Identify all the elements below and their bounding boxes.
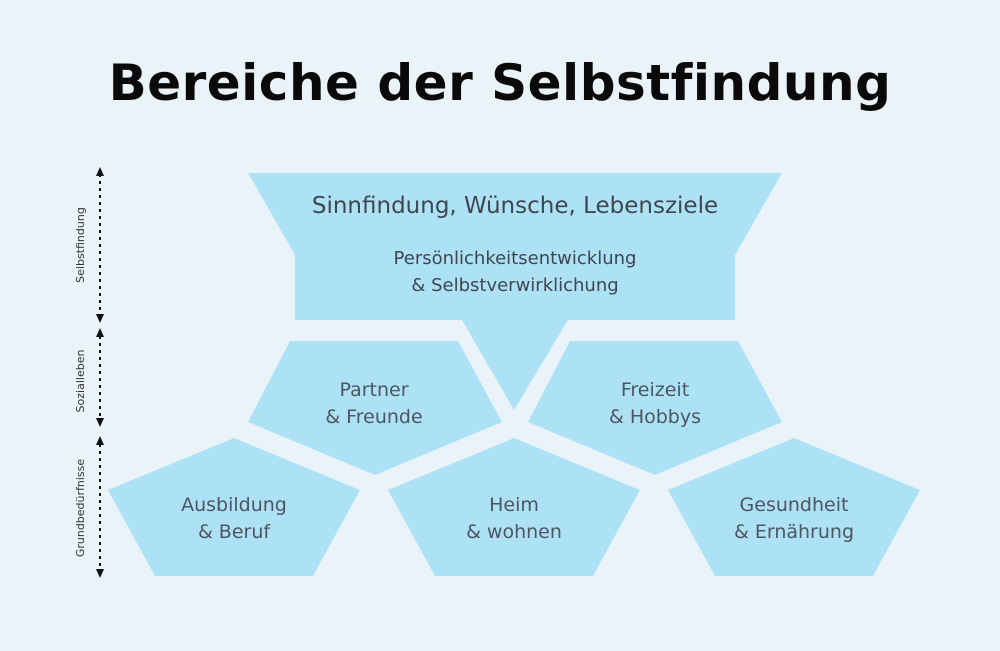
- middle-partner-line1: Partner: [339, 379, 408, 401]
- middle-shape-partner: [248, 341, 502, 475]
- arrow-down-icon: [96, 314, 104, 323]
- middle-partner-line2: & Freunde: [325, 406, 422, 428]
- level-axis: Selbstfindung Sozialleben Grundbedürfnis…: [74, 167, 104, 578]
- bottom-shape-ausbildung: [108, 438, 360, 576]
- top-block-line2a: Persönlichkeitsentwicklung: [394, 248, 637, 269]
- top-block-line2b: & Selbstverwirklichung: [411, 275, 618, 296]
- bottom-ausbildung-line1: Ausbildung: [181, 494, 287, 516]
- level-label-selbstfindung: Selbstfindung: [74, 207, 87, 283]
- arrow-down-icon: [96, 569, 104, 578]
- bottom-gesundheit-line2: & Ernährung: [734, 521, 854, 543]
- bottom-heim-line1: Heim: [489, 494, 539, 516]
- middle-freizeit-line2: & Hobbys: [609, 406, 701, 428]
- bottom-shape-gesundheit: [668, 438, 920, 576]
- arrow-up-icon: [96, 167, 104, 176]
- bottom-gesundheit-line1: Gesundheit: [740, 494, 849, 516]
- bottom-ausbildung-line2: & Beruf: [198, 521, 271, 543]
- bottom-shape-heim: [388, 438, 640, 576]
- middle-freizeit-line1: Freizeit: [621, 379, 689, 401]
- top-block-shape: [248, 173, 782, 410]
- arrow-up-icon: [96, 328, 104, 337]
- arrow-down-icon: [96, 418, 104, 427]
- level-label-grundbeduerfnisse: Grundbedürfnisse: [74, 459, 87, 558]
- arrow-up-icon: [96, 436, 104, 445]
- page-title: Bereiche der Selbstfindung: [108, 54, 892, 112]
- bottom-heim-line2: & wohnen: [466, 521, 562, 543]
- top-block-line1: Sinnfindung, Wünsche, Lebensziele: [312, 193, 718, 219]
- level-label-sozialleben: Sozialleben: [74, 350, 87, 413]
- middle-shape-freizeit: [528, 341, 782, 475]
